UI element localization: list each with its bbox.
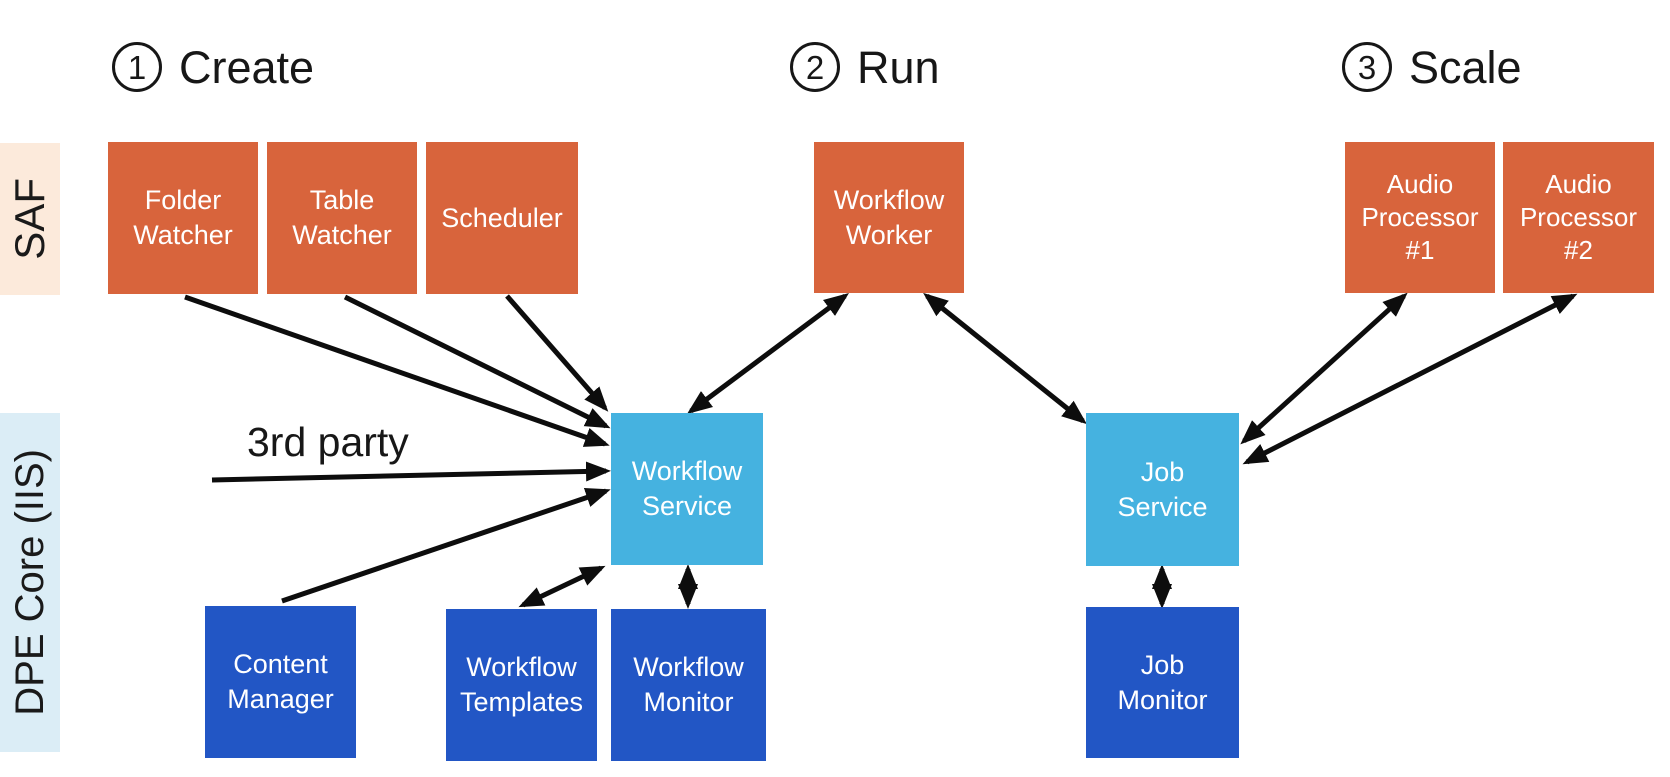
node-workflow-service: Workflow Service	[611, 413, 763, 565]
section-label: Run	[857, 41, 940, 93]
lane-dpe-core-iis: DPE Core (IIS)	[0, 413, 60, 752]
arrow-audio_processor_1-to-job_service	[1240, 292, 1408, 445]
node-table-watcher: Table Watcher	[267, 142, 417, 294]
arrow-workflow_service-to-workflow_worker	[686, 293, 850, 414]
section-number-badge: 3	[1342, 42, 1392, 92]
node-workflow-templates: Workflow Templates	[446, 609, 597, 761]
node-workflow-monitor: Workflow Monitor	[611, 609, 766, 761]
section-label: Scale	[1409, 41, 1522, 93]
node-content-manager: Content Manager	[205, 606, 356, 758]
arrow-audio_processor_2-to-job_service	[1242, 293, 1578, 465]
node-job-monitor: Job Monitor	[1086, 607, 1239, 758]
node-audio-processor-2: Audio Processor #2	[1503, 142, 1654, 293]
section-number-badge: 1	[112, 42, 162, 92]
section-number-badge: 2	[790, 42, 840, 92]
section-header-create: 1 Create	[112, 42, 314, 92]
arrow-content_manager-to-workflow_service	[281, 487, 611, 604]
node-job-service: Job Service	[1086, 413, 1239, 566]
arrow-workflow_worker-to-job_service	[923, 292, 1087, 425]
lane-saf: SAF	[0, 143, 60, 295]
lane-saf-label: SAF	[6, 178, 53, 260]
arrow-table_watcher-to-workflow_service	[343, 294, 611, 429]
node-folder-watcher: Folder Watcher	[108, 142, 258, 294]
section-label: Create	[179, 41, 315, 93]
arrow-third_party-to-workflow_service	[211, 461, 611, 483]
arrow-scheduler-to-workflow_service	[505, 294, 609, 412]
section-header-run: 2 Run	[790, 42, 940, 92]
section-header-scale: 3 Scale	[1342, 42, 1522, 92]
arrow-workflow_templates-to-workflow_service	[518, 565, 606, 608]
third-party-label: 3rd party	[247, 419, 409, 465]
node-scheduler: Scheduler	[426, 142, 578, 294]
node-workflow-worker: Workflow Worker	[814, 142, 964, 293]
lane-dpe-label: DPE Core (IIS)	[8, 449, 52, 716]
node-audio-processor-1: Audio Processor #1	[1345, 142, 1495, 293]
